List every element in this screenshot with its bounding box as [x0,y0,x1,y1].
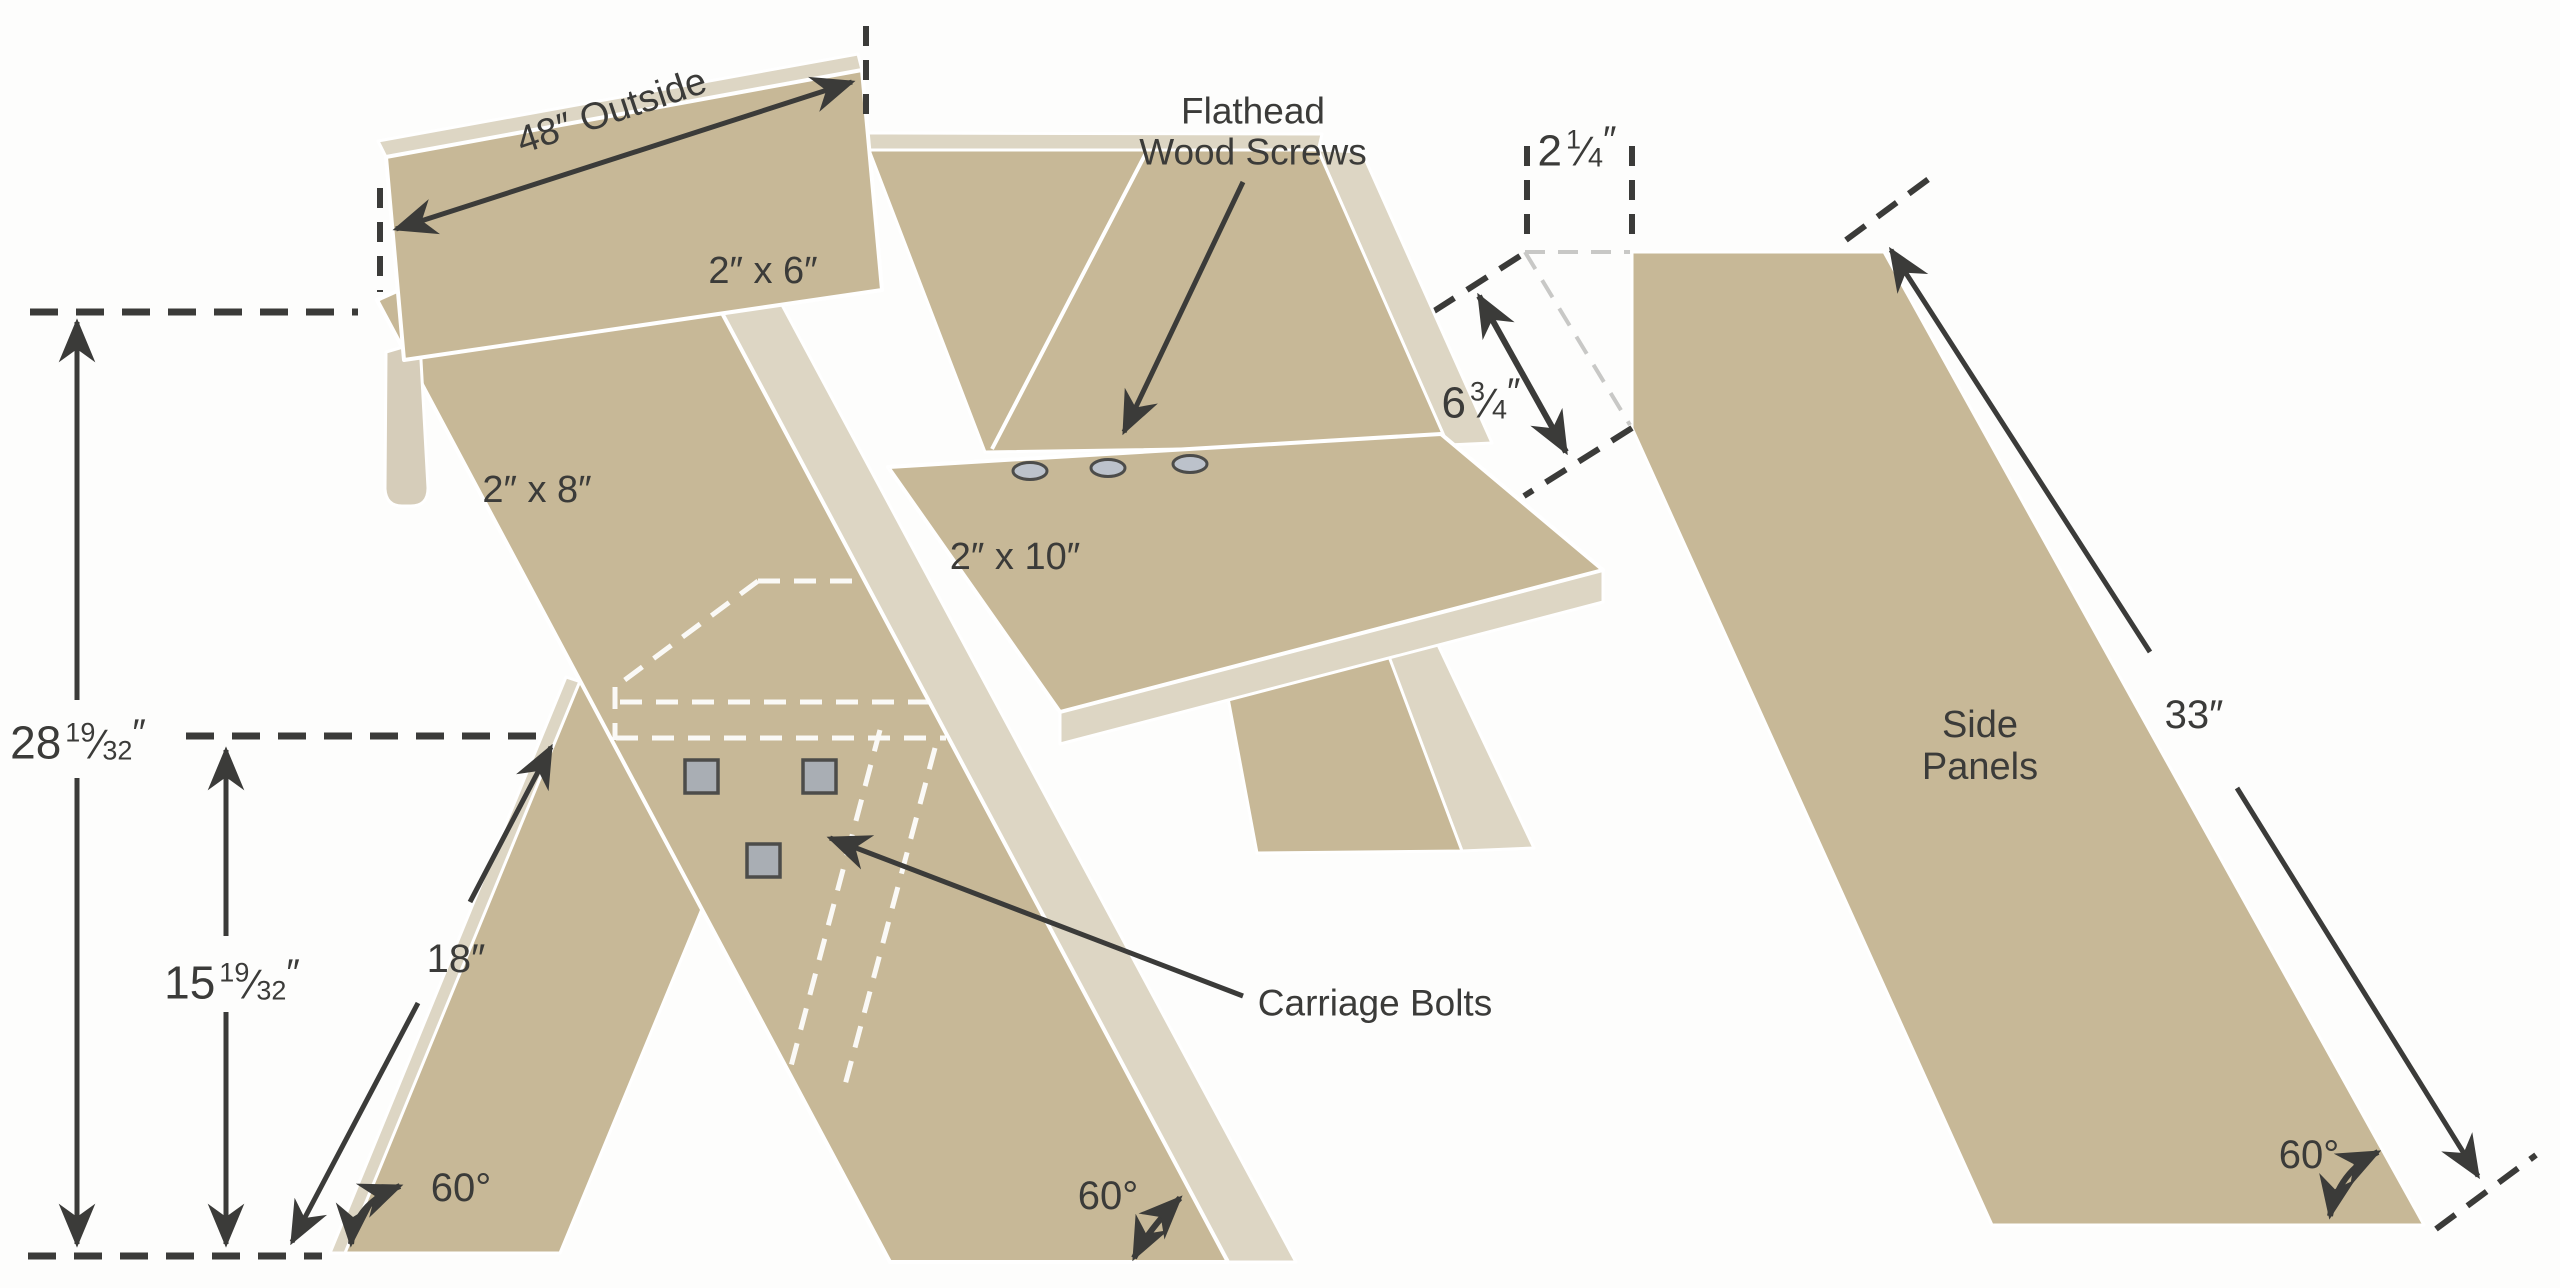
panel-length-ext-top [1844,175,1932,243]
carriage-callout-arrow [826,835,1244,999]
panel-angle-label: 60° [2278,1133,2340,1177]
carriage-bolt [683,758,720,795]
leg-angle-label-right: 60° [1077,1174,1139,1218]
brace-height-denominator: 32 [256,975,287,1006]
carriage-bolts-callout: Carriage Bolts [1257,982,1493,1024]
panel-length-arrow-upper [1888,246,2153,654]
fraction-slash: ⁄ [1485,379,1493,427]
notch-length-ext-top [1418,253,1522,323]
outside-width-dimension [377,26,869,292]
screw-head [1171,454,1209,474]
flathead-screws [1011,454,1209,481]
leg-length-label: 18″ [426,937,486,981]
brace-height-numerator: 19 [219,957,250,988]
seat-board-label: 2″ x 10″ [949,536,1081,579]
notch-length-denominator: 4 [1492,394,1508,425]
near-front-leg [375,154,1298,1264]
side-panels-label-line1: Side [1941,704,2019,747]
flathead-callout-line2: Wood Screws [1139,131,1367,172]
top-board-label: 2″ x 6″ [708,250,818,293]
screw-head [1089,458,1127,478]
leg-length-arrow-lower [289,1001,421,1246]
total-height-numerator: 19 [65,717,96,748]
leg-angle-label-left: 60° [430,1166,492,1210]
flathead-callout-arrow [1121,180,1246,436]
notch-length-arrow [1476,292,1569,456]
fraction-slash: ⁄ [1581,127,1589,175]
near-rear-leg [328,675,704,1255]
far-legs-seam [990,152,1148,450]
fraction-slash: ⁄ [95,720,103,768]
side-panels-label-line2: Panels [1921,746,2039,788]
total-height-denominator: 32 [102,735,133,766]
leg-angle-arc-left [335,1183,404,1248]
hidden-leg-edge-2 [842,747,938,1086]
cut-corner-diagonal-guide [1523,250,1632,427]
notch-width-unit: ″ [1603,119,1617,162]
height-reference-lines [28,308,548,1260]
total-height-whole: 28 [10,716,62,769]
notch-length-whole: 6 [1441,378,1466,428]
carriage-bolt [745,842,782,879]
top-board-end-cap [383,340,430,508]
leg-board-label: 2″ x 8″ [482,469,592,512]
side-panel-board [1630,250,2426,1227]
leg-length-arrow-upper [467,743,554,904]
leg-angle-arc-right [1131,1195,1183,1262]
side-panel-part [1630,250,2426,1227]
total-height-unit: ″ [132,712,146,755]
fraction-slash: ⁄ [249,960,257,1008]
screw-head [1011,461,1049,481]
brace-height-unit: ″ [286,952,300,995]
hidden-leg-edge-1 [787,729,883,1071]
far-leg-assembly [862,131,1536,855]
panel-length-label: 33″ [2164,693,2224,737]
notch-width-denominator: 4 [1588,142,1604,173]
leg-length-dimension [289,743,554,1246]
carriage-bolt [801,758,838,795]
side-panel-cut-corner-guides [1523,250,1632,427]
brace-height-whole: 15 [164,956,216,1009]
side-panels-label: Side Panels [1921,704,2039,789]
carriage-bolts [683,758,838,879]
outside-width-arrow [392,76,856,235]
notch-width-numerator: 1 [1565,124,1582,155]
panel-angle-arc [2319,1149,2382,1220]
notch-width-dimension [1524,146,1635,248]
flathead-callout-line1: Flathead [1180,90,1325,132]
brace-end-top [616,578,760,688]
panel-length-ext-bottom [2434,1152,2538,1232]
flathead-screws-callout: Flathead Wood Screws [1139,91,1367,172]
notch-length-numerator: 3 [1469,376,1486,407]
panel-length-dimension [1844,175,2538,1232]
hidden-brace-lines [612,578,946,1086]
notch-length-unit: ″ [1507,371,1521,414]
seat-board [886,432,1605,746]
notch-width-whole: 2 [1537,126,1562,176]
notch-length-ext-bottom [1522,425,1634,499]
panel-length-arrow-lower [2234,786,2481,1180]
notch-length-dimension [1418,253,1634,499]
seat-face [886,432,1605,714]
